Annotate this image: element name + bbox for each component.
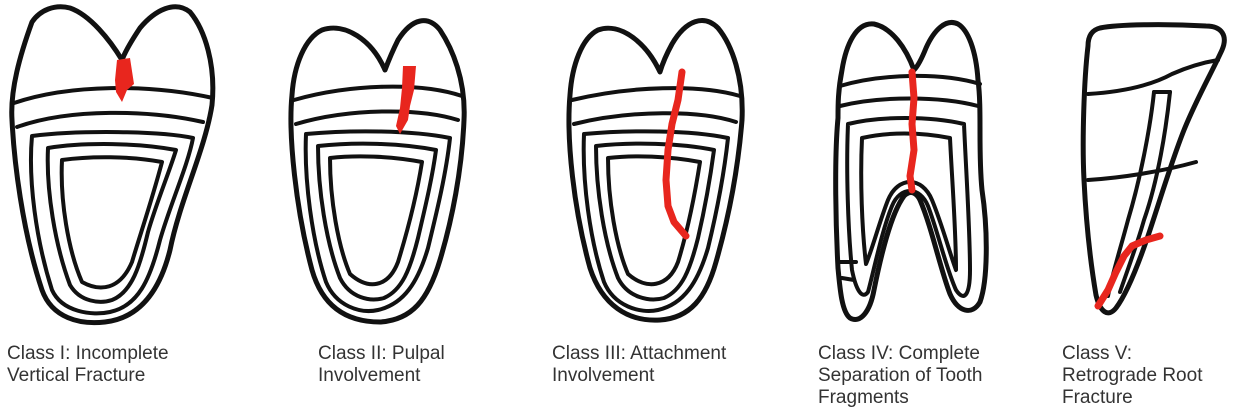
fracture-class-3	[666, 72, 686, 236]
fracture-class-4	[910, 72, 914, 190]
caption-class-3-line-1: Class III: Attachment	[552, 343, 726, 365]
tooth-class-5	[1083, 25, 1224, 313]
caption-class-1: Class I: Incomplete Vertical Fracture	[7, 343, 169, 387]
caption-class-1-line-1: Class I: Incomplete	[7, 343, 169, 365]
caption-class-4-line-2: Separation of Tooth	[818, 365, 982, 387]
caption-class-3-line-2: Involvement	[552, 365, 726, 387]
caption-class-2-line-2: Involvement	[318, 365, 445, 387]
tooth-class-1	[12, 7, 213, 323]
caption-class-2-line-1: Class II: Pulpal	[318, 343, 445, 365]
fracture-class-2	[396, 66, 416, 134]
caption-class-4: Class IV: Complete Separation of Tooth F…	[818, 343, 982, 409]
caption-class-3: Class III: Attachment Involvement	[552, 343, 726, 387]
caption-class-5-line-1: Class V:	[1062, 343, 1202, 365]
caption-class-4-line-1: Class IV: Complete	[818, 343, 982, 365]
caption-class-4-line-3: Fragments	[818, 387, 982, 409]
caption-class-5-line-2: Retrograde Root	[1062, 365, 1202, 387]
caption-class-2: Class II: Pulpal Involvement	[318, 343, 445, 387]
tooth-diagrams	[0, 0, 1249, 340]
fracture-class-1	[115, 58, 134, 102]
tooth-class-3	[569, 21, 742, 321]
caption-class-5-line-3: Fracture	[1062, 387, 1202, 409]
tooth-class-4	[836, 22, 987, 319]
tooth-class-2	[291, 21, 464, 322]
caption-class-5: Class V: Retrograde Root Fracture	[1062, 343, 1202, 409]
caption-class-1-line-2: Vertical Fracture	[7, 365, 169, 387]
